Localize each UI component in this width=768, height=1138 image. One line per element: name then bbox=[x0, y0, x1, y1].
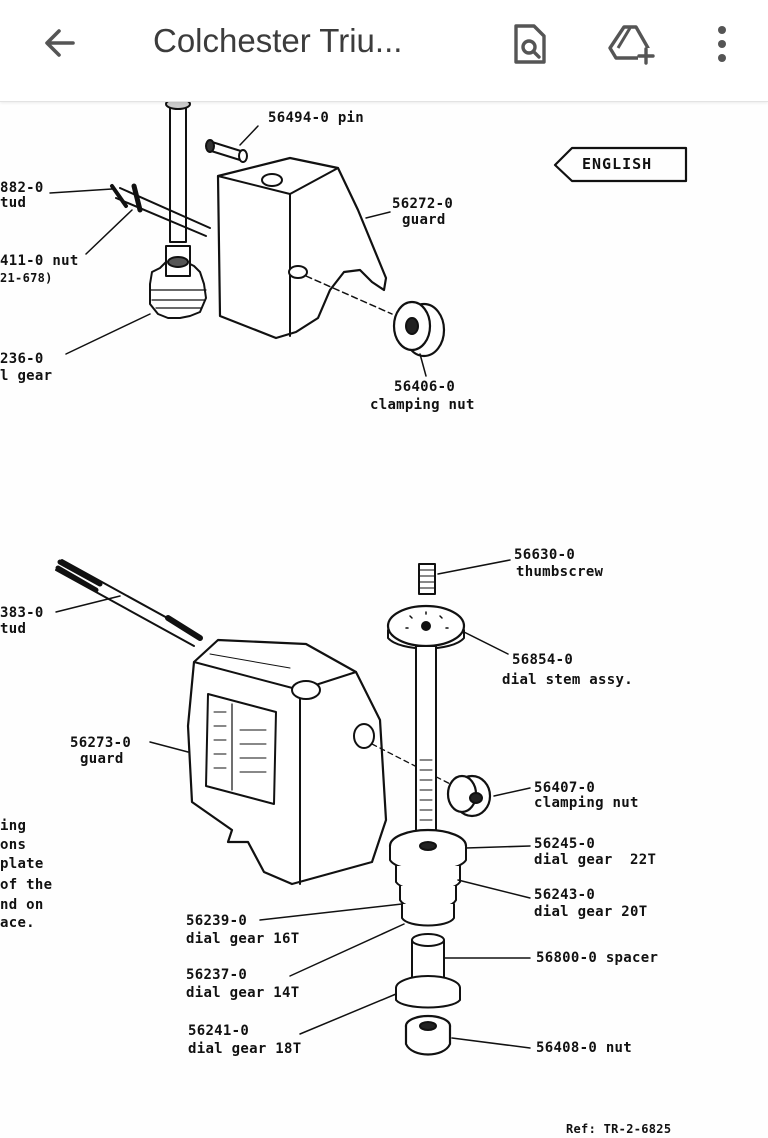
add-to-drive-button[interactable] bbox=[600, 16, 664, 72]
back-button[interactable] bbox=[30, 18, 90, 68]
label-nut-top-ref: 21-678) bbox=[0, 271, 53, 285]
label-dial-stem-number: 56854-0 bbox=[512, 652, 574, 668]
label-guard-top-name: guard bbox=[402, 212, 446, 228]
side-note-line-3: plate bbox=[0, 856, 44, 872]
side-note-line-1: ing bbox=[0, 818, 27, 834]
label-thumbscrew-name: thumbscrew bbox=[516, 564, 604, 580]
label-gear-16t-number: 56239-0 bbox=[186, 913, 248, 929]
label-nut-top-number: 411-0 nut bbox=[0, 253, 79, 269]
label-gear-20t-name: dial gear 20T bbox=[534, 904, 648, 920]
label-thumbscrew-number: 56630-0 bbox=[514, 547, 576, 563]
label-clamp-top-name: clamping nut bbox=[370, 397, 475, 413]
label-spacer: 56800-0 spacer bbox=[536, 950, 659, 966]
label-stud-bottom-number: 383-0 bbox=[0, 605, 44, 621]
parts-diagram bbox=[49, 102, 688, 1056]
find-in-page-icon bbox=[514, 24, 546, 64]
find-in-page-button[interactable] bbox=[500, 16, 560, 72]
label-clamp-top-number: 56406-0 bbox=[394, 379, 456, 395]
label-gear-22t-number: 56245-0 bbox=[534, 836, 596, 852]
label-dial-stem-name: dial stem assy. bbox=[502, 672, 633, 688]
label-gear-14t-number: 56237-0 bbox=[186, 967, 248, 983]
arrow-back-icon bbox=[45, 29, 75, 57]
english-tag-outline bbox=[553, 146, 688, 183]
label-guard-top-number: 56272-0 bbox=[392, 196, 454, 212]
document-page[interactable]: ENGLISH 56494-0 pin 882-0 tud 56272-0 gu… bbox=[0, 102, 768, 1138]
label-gear-top-number: 236-0 bbox=[0, 351, 44, 367]
side-note-line-2: ons bbox=[0, 837, 27, 853]
more-options-button[interactable] bbox=[700, 16, 744, 72]
label-clamp-bottom-name: clamping nut bbox=[534, 795, 639, 811]
label-clamp-bottom-number: 56407-0 bbox=[534, 780, 596, 796]
label-gear-20t-number: 56243-0 bbox=[534, 887, 596, 903]
label-guard-bottom-number: 56273-0 bbox=[70, 735, 132, 751]
label-gear-18t-name: dial gear 18T bbox=[188, 1041, 302, 1057]
label-pin: 56494-0 pin bbox=[268, 110, 365, 126]
app-bar: Colchester Triu... bbox=[0, 0, 768, 102]
side-note-line-6: ace. bbox=[0, 915, 35, 931]
label-gear-16t-name: dial gear 16T bbox=[186, 931, 300, 947]
label-stud-top-number: 882-0 bbox=[0, 180, 44, 196]
label-guard-bottom-name: guard bbox=[80, 751, 124, 767]
label-gear-18t-number: 56241-0 bbox=[188, 1023, 250, 1039]
more-vert-icon bbox=[718, 26, 726, 62]
language-tag: ENGLISH bbox=[582, 155, 653, 173]
side-note-line-5: nd on bbox=[0, 897, 44, 913]
label-stud-top-name: tud bbox=[0, 195, 27, 211]
side-note-line-4: of the bbox=[0, 877, 53, 893]
reference-number: Ref: TR-2-6825 bbox=[566, 1122, 672, 1136]
label-stud-bottom-name: tud bbox=[0, 621, 27, 637]
label-gear-22t-name: dial gear 22T bbox=[534, 852, 657, 868]
document-title: Colchester Triu... bbox=[153, 22, 403, 59]
label-gear-14t-name: dial gear 14T bbox=[186, 985, 300, 1001]
label-nut-bottom: 56408-0 nut bbox=[536, 1040, 633, 1056]
label-gear-top-name: l gear bbox=[0, 368, 53, 384]
add-to-drive-icon bbox=[608, 25, 655, 65]
